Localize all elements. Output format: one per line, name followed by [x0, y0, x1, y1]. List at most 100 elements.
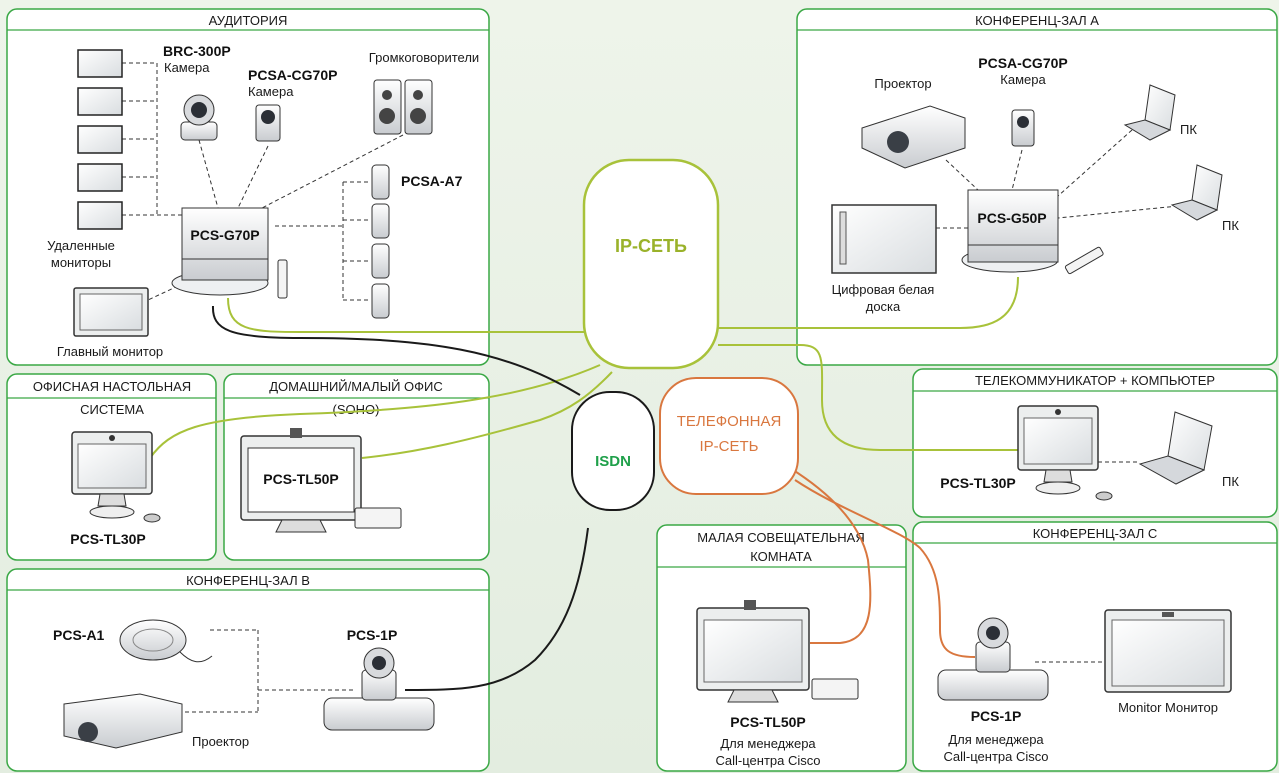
title-conf-a: КОНФЕРЕНЦ-ЗАЛ А	[975, 13, 1099, 28]
conf-b-codec-model: PCS-1P	[347, 627, 398, 643]
conf-a-projector-label: Проектор	[874, 76, 931, 91]
title-conf-c: КОНФЕРЕНЦ-ЗАЛ С	[1033, 526, 1158, 541]
panel-header-lines	[7, 29, 1277, 591]
title-office-desk-1: ОФИСНАЯ НАСТОЛЬНАЯ	[33, 379, 191, 394]
ip-links	[149, 276, 1019, 459]
title-auditorium: АУДИТОРИЯ	[209, 13, 288, 28]
small-room-caption-2: Call-центра Cisco	[716, 753, 821, 768]
projector-icon	[861, 105, 966, 169]
link-soho-ip	[361, 371, 613, 459]
title-soho-1: ДОМАШНИЙ/МАЛЫЙ ОФИС	[269, 379, 443, 394]
phone-network-label-1: ТЕЛЕФОННАЯ	[677, 413, 782, 430]
conf-c-group: PCS-1P Для менеджера Call-центра Cisco M…	[937, 609, 1232, 764]
projector-icon	[63, 693, 183, 749]
conf-c-monitor-label: Monitor Монитор	[1118, 700, 1218, 715]
remote-control-icon	[1064, 246, 1104, 275]
isdn-network-node: ISDN	[571, 391, 655, 511]
pcsa-cg70p-label: Камера	[248, 84, 294, 99]
office-desk-group: PCS-TL30P	[70, 431, 161, 547]
pcs-g70p-model: PCS-G70P	[190, 227, 259, 243]
link-conf-c-phone	[794, 479, 976, 658]
monitor-icon	[1104, 609, 1232, 693]
ip-network-label: IP-СЕТЬ	[615, 236, 687, 256]
conf-a-pc-label-1: ПК	[1180, 122, 1197, 137]
telecom-group: PCS-TL30P ПК	[940, 405, 1239, 501]
soho-group: PCS-TL50P	[240, 428, 402, 533]
microphone-icon	[371, 164, 390, 319]
codec-unit	[961, 189, 1059, 273]
codec-unit	[323, 647, 435, 731]
conf-a-camera-label: Камера	[1000, 72, 1046, 87]
link-small-room-phone	[789, 467, 872, 644]
title-telecom: ТЕЛЕКОММУНИКАТОР + КОМПЬЮТЕР	[975, 373, 1215, 388]
conf-b-group: PCS-A1 Проектор PCS-1P	[53, 619, 435, 749]
link-auditorium-ip	[227, 297, 585, 333]
laptop-icon	[1123, 84, 1176, 141]
link-conf-b-isdn	[404, 527, 589, 691]
conf-a-pc-label-2: ПК	[1222, 218, 1239, 233]
panel-conf-c	[912, 521, 1278, 772]
conf-c-caption-2: Call-центра Cisco	[944, 749, 1049, 764]
phone-network-label-2: IP-СЕТЬ	[699, 438, 758, 455]
pcsa-cg70p-model: PCSA-CG70P	[248, 67, 337, 83]
auditorium-group: Удаленные мониторы BRC-300P Камера PCSA-…	[47, 43, 479, 359]
isdn-network-label: ISDN	[595, 453, 631, 470]
monitor-icon	[240, 428, 362, 533]
whiteboard-label-2: доска	[866, 299, 901, 314]
small-room-group: PCS-TL50P Для менеджера Call-центра Cisc…	[696, 600, 859, 768]
telecom-model: PCS-TL30P	[940, 475, 1015, 491]
title-conf-b: КОНФЕРЕНЦ-ЗАЛ В	[186, 573, 310, 588]
phone-network-node: ТЕЛЕФОННАЯ IP-СЕТЬ	[659, 377, 799, 495]
title-small-room-1: МАЛАЯ СОВЕЩАТЕЛЬНАЯ	[697, 530, 865, 545]
title-office-desk-2: СИСТЕМА	[80, 402, 144, 417]
keypad-icon	[354, 507, 402, 529]
link-telecom-ip	[718, 344, 1018, 451]
conf-c-caption-1: Для менеджера	[948, 732, 1044, 747]
small-room-caption-1: Для менеджера	[720, 736, 816, 751]
ip-network-node: IP-СЕТЬ	[582, 158, 720, 370]
soho-model: PCS-TL50P	[263, 471, 338, 487]
remote-monitors-label-2: мониторы	[51, 255, 111, 270]
pcsa-a7-model: PCSA-A7	[401, 173, 463, 189]
codec-unit	[937, 617, 1049, 701]
monitor-icon	[71, 431, 161, 523]
telecom-pc-label: ПК	[1222, 474, 1239, 489]
conf-a-group: Проектор PCSA-CG70P Камера ПК ПК Цифрова…	[831, 55, 1239, 314]
speaker-icon	[373, 79, 433, 135]
link-office-ip	[149, 364, 601, 459]
brc-300p-label: Камера	[164, 60, 210, 75]
monitor-icon	[73, 287, 149, 337]
remote-monitor-2	[77, 87, 123, 116]
remote-monitor-1	[77, 49, 123, 78]
remote-monitors-label-1: Удаленные	[47, 238, 115, 253]
laptop-icon	[1170, 164, 1223, 221]
whiteboard-label-1: Цифровая белая	[832, 282, 935, 297]
camera-icon	[180, 94, 218, 141]
title-soho-2: (SOHO)	[333, 402, 380, 417]
remote-monitor-3	[77, 125, 123, 154]
pcs-a1-model: PCS-A1	[53, 627, 105, 643]
speakers-label: Громкоговорители	[369, 50, 479, 65]
small-room-model: PCS-TL50P	[730, 714, 805, 730]
isdn-links	[211, 305, 589, 691]
remote-monitors	[77, 49, 123, 230]
link-conf-a-ip	[718, 276, 1019, 329]
office-desk-model: PCS-TL30P	[70, 531, 145, 547]
whiteboard-icon	[831, 204, 937, 274]
codec-unit	[171, 207, 269, 296]
remote-monitor-4	[77, 163, 123, 192]
camera-icon	[1011, 109, 1035, 147]
conf-a-camera-model: PCSA-CG70P	[978, 55, 1067, 71]
laptop-icon	[1138, 411, 1213, 485]
remote-monitor-5	[77, 201, 123, 230]
phone-links	[789, 467, 976, 658]
conf-c-model: PCS-1P	[971, 708, 1022, 724]
link-auditorium-isdn	[211, 305, 581, 396]
brc-300p-model: BRC-300P	[163, 43, 231, 59]
pcs-g50p-model: PCS-G50P	[977, 210, 1046, 226]
remote-control-icon	[277, 259, 288, 299]
monitor-icon	[696, 600, 810, 703]
conf-b-projector-label: Проектор	[192, 734, 249, 749]
